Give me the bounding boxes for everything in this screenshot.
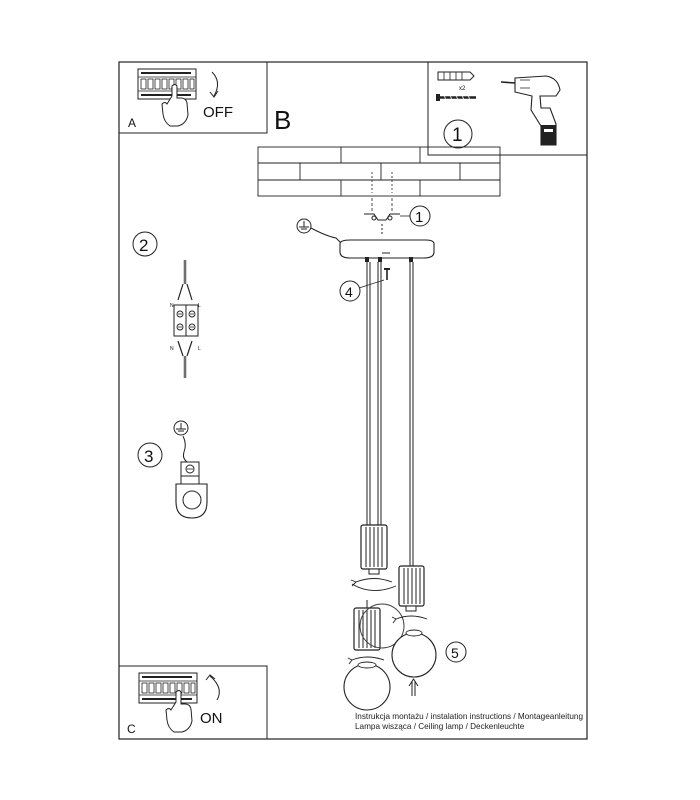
rotate-arrow-icon-globe: [347, 656, 385, 665]
terminal-n-top: N: [170, 303, 174, 309]
glass-globe-left-lower: [343, 661, 391, 711]
panel-c-letter: C: [127, 722, 136, 736]
ground-icon: [296, 218, 312, 234]
ground-terminal: [175, 461, 208, 519]
step-1-ceiling-number: 1: [415, 209, 423, 226]
terminal-n-bottom: N: [170, 346, 174, 352]
ceiling-screw-holes: [371, 172, 393, 212]
step-1-mounting-kit: x2 1: [427, 61, 588, 156]
panel-a-letter: A: [128, 116, 136, 130]
drill-icon: [500, 75, 561, 146]
panel-a-power-off: A OFF: [118, 61, 268, 134]
step-3-number: 3: [144, 447, 153, 466]
step-5-badge: [445, 641, 467, 663]
ground-wire-step-3: [182, 435, 188, 463]
lamp-holder-left-lower: [353, 600, 381, 651]
ceiling-wall: [257, 146, 501, 197]
step-3-badge: [137, 442, 163, 468]
breaker-panel-icon: [137, 68, 197, 100]
step-1-badge: [443, 119, 473, 149]
step-1-ceiling-badge: [409, 205, 431, 227]
rotate-arrow-icon-left: [350, 578, 397, 591]
caption-line-1: Instrukcja montażu / instalation instruc…: [355, 712, 584, 721]
pendant-cords: [366, 262, 414, 566]
step-2-number: 2: [139, 236, 148, 255]
mounting-bracket: [364, 213, 400, 236]
canopy: [339, 239, 435, 262]
breaker-panel-icon-c: [138, 672, 198, 704]
step-5-number: 5: [451, 645, 459, 661]
step-2-badge: [132, 231, 158, 257]
step-4-number: 4: [345, 284, 353, 300]
lamp-holder-left-upper: [360, 524, 388, 575]
hand-pointer-icon: [161, 84, 189, 127]
outer-frame: [118, 61, 588, 740]
step-1-number: 1: [452, 125, 463, 146]
ground-wire: [310, 227, 343, 245]
panel-a-off-label: OFF: [203, 104, 233, 121]
ground-icon-step-3: [173, 420, 189, 436]
step-1-box: [427, 61, 588, 156]
terminal-block-icon: [173, 260, 199, 378]
set-screw: [384, 268, 390, 280]
hand-pointer-icon-c: [165, 690, 193, 733]
screw-icon: [436, 94, 476, 101]
panel-c-on-label: ON: [200, 710, 223, 727]
up-arrow-icon: [408, 678, 419, 696]
rotate-arrow-icon-right: [391, 615, 428, 624]
panel-c-box: [118, 665, 268, 740]
caption-line-2: Lampa wisząca / Ceiling lamp / Deckenleu…: [355, 722, 525, 731]
rotate-arrow-icon: [211, 71, 218, 97]
kit-quantity: x2: [459, 86, 466, 92]
wall-plug-icon: [437, 71, 475, 81]
glass-globe-right: [391, 629, 437, 678]
rotate-arrow-icon-c: [209, 675, 220, 701]
panel-c-power-on: C ON: [118, 665, 268, 740]
lamp-holder-right: [398, 565, 425, 612]
terminal-l-bottom: L: [198, 346, 201, 352]
step-4-badge: [339, 280, 361, 302]
panel-a-box: [118, 61, 268, 134]
terminal-l-top: L: [198, 303, 201, 309]
panel-b-letter: B: [274, 105, 291, 135]
glass-globe-left-upper: [359, 603, 405, 649]
